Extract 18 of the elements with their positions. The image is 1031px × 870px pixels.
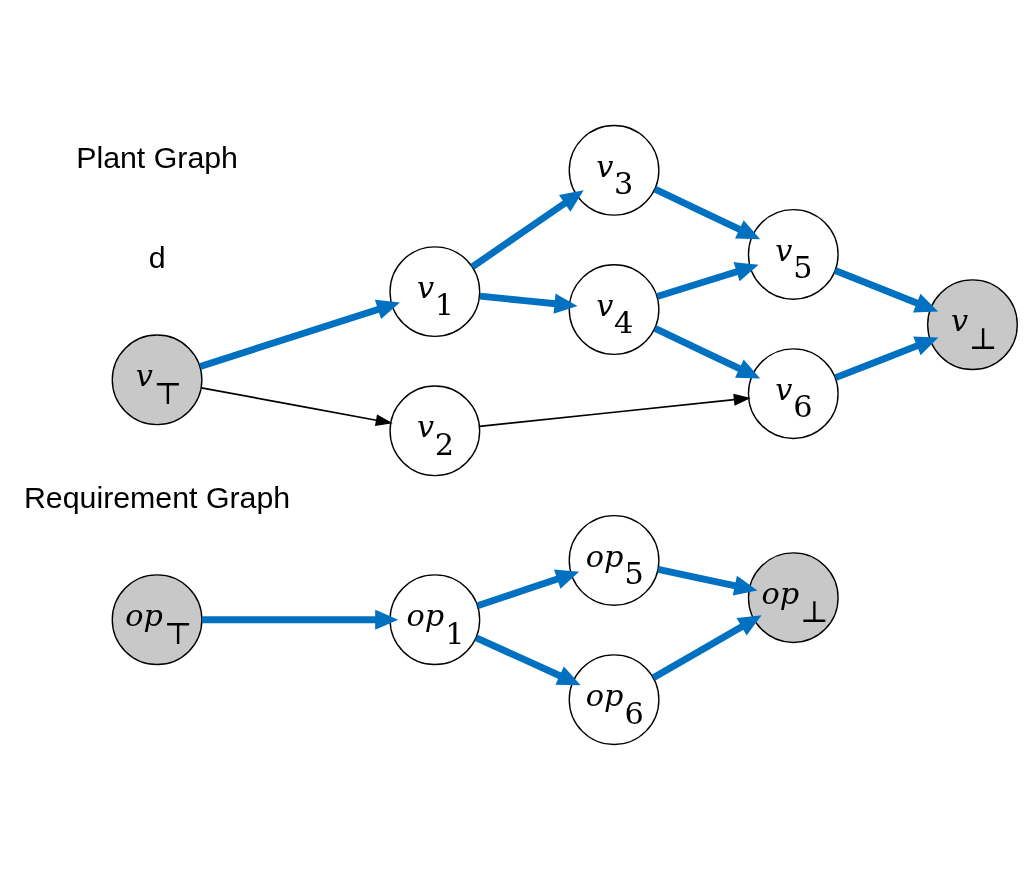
arrow [653,186,761,240]
arrow [479,292,578,314]
arrow [199,299,400,370]
label: Requirement Graph [23,480,291,514]
label: Plant Graph [76,141,238,175]
arrow [834,336,939,381]
arrow [651,615,762,681]
arrow [657,566,758,596]
arrow [478,393,751,428]
arrow [202,609,399,630]
arrow [833,267,939,313]
arrow [476,569,580,610]
arrow [200,387,393,427]
arrow [470,190,584,270]
arrow [656,262,759,300]
arrow [474,634,581,686]
label: d [148,240,166,274]
arrow [653,325,761,379]
